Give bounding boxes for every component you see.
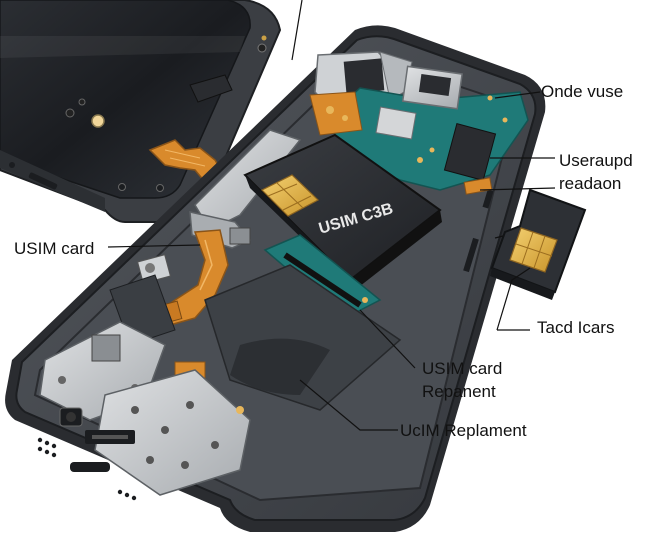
camera-lens-icon <box>65 108 75 118</box>
speaker-grille-icon <box>37 437 137 501</box>
label-usim-card-replacement-line1: USIM card <box>422 359 503 378</box>
back-cover <box>0 0 282 223</box>
label-usim-card-left: USIM card <box>14 239 95 258</box>
sim-card-loose <box>490 188 587 300</box>
sim-gold-contact-icon <box>509 227 558 273</box>
label-usim-card-replacement-line2: Repanent <box>422 382 496 401</box>
label-ucim-replament: UcIM Replament <box>400 421 527 440</box>
leader-lines <box>107 0 556 431</box>
bottom-shield <box>94 369 251 496</box>
label-tacd-icars: Tacd Icars <box>537 318 615 337</box>
charging-port-icon <box>70 462 110 472</box>
battery-area <box>174 264 402 411</box>
usim-gold-contact-icon <box>260 174 320 217</box>
label-onde-vuse: Onde vuse <box>541 82 624 101</box>
label-readon: readaon <box>559 174 622 193</box>
label-user-aupd: Useraupd <box>559 151 633 170</box>
bottom-edge <box>37 407 137 501</box>
camera-flash-icon <box>91 114 105 128</box>
